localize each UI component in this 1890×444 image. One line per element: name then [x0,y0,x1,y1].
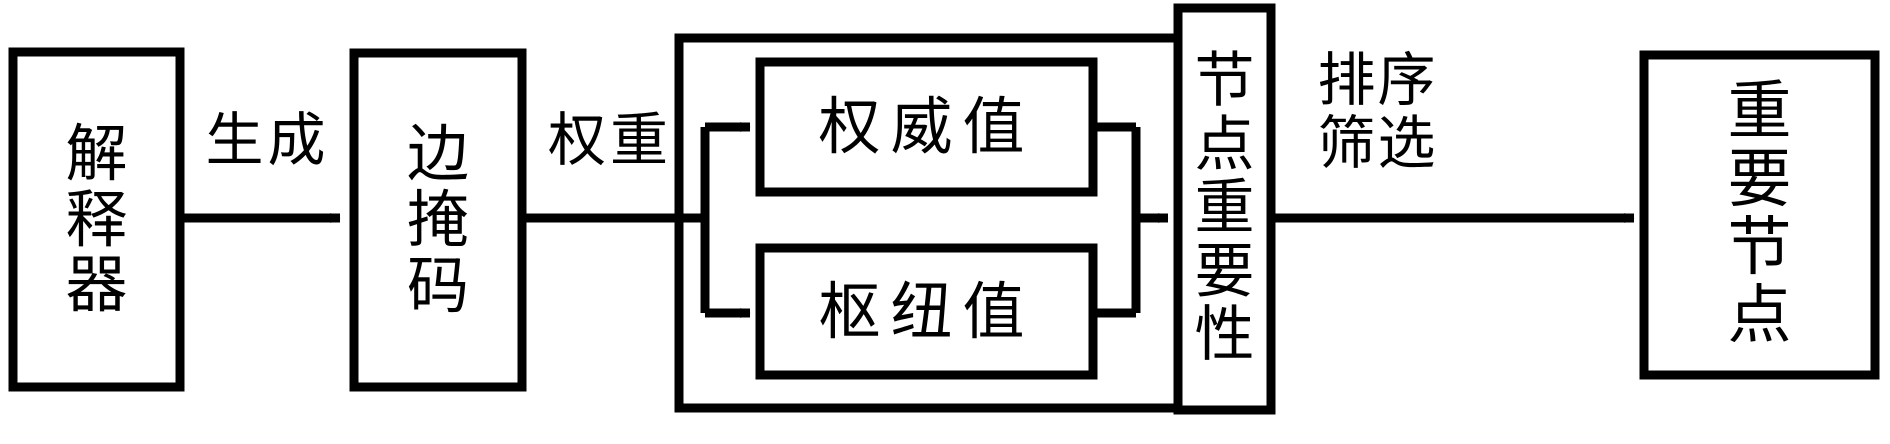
node-edge-mask-char-2: 掩 [406,183,469,257]
node-hub-label: 枢纽值 [818,274,1035,348]
node-important-node-char-2: 要 [1727,143,1792,218]
node-interpreter-char-1: 解 [65,116,128,190]
edge-label-weight: 权重 [530,105,690,175]
node-important-node-char-4: 点 [1727,278,1792,353]
node-node-importance-char-3: 重 [1194,173,1255,244]
node-authority-label: 权威值 [818,90,1035,164]
node-hub-rect [755,243,1098,380]
node-node-importance-char-5: 性 [1194,300,1255,371]
node-edge-mask-char-1: 边 [406,117,469,191]
node-important-node-rect [1639,50,1880,380]
edge-label-sort-filter: 排序 筛选 [1285,38,1470,186]
node-edge-mask-rect [349,48,527,392]
node-interpreter-rect [8,47,185,392]
edge-label-weight-line-1: 权重 [547,105,672,174]
edge-label-sort-filter-line-2: 筛选 [1317,109,1438,177]
edge-label-generate: 生成 [185,105,350,175]
node-node-importance-char-4: 要 [1194,236,1255,307]
node-node-importance-rect [1173,3,1276,415]
node-interpreter-char-3: 器 [65,248,128,322]
node-important-node-label: 重 要 节 点 [1644,55,1875,375]
edge-label-sort-filter-line-1: 排序 [1317,46,1438,115]
node-edge-mask-char-3: 码 [406,248,469,322]
node-important-node-char-3: 节 [1727,211,1792,285]
node-edge-mask-label: 边 掩 码 [354,53,522,387]
edge-label-generate-line-1: 生成 [205,105,330,174]
node-node-importance-label: 节 点 重 要 性 [1178,8,1271,410]
node-node-importance-char-1: 节 [1194,46,1255,117]
node-interpreter-char-2: 释 [65,182,128,256]
node-interpreter-label: 解 释 器 [13,52,180,387]
node-node-importance-char-2: 点 [1194,109,1255,180]
node-important-node-char-1: 重 [1727,75,1792,150]
